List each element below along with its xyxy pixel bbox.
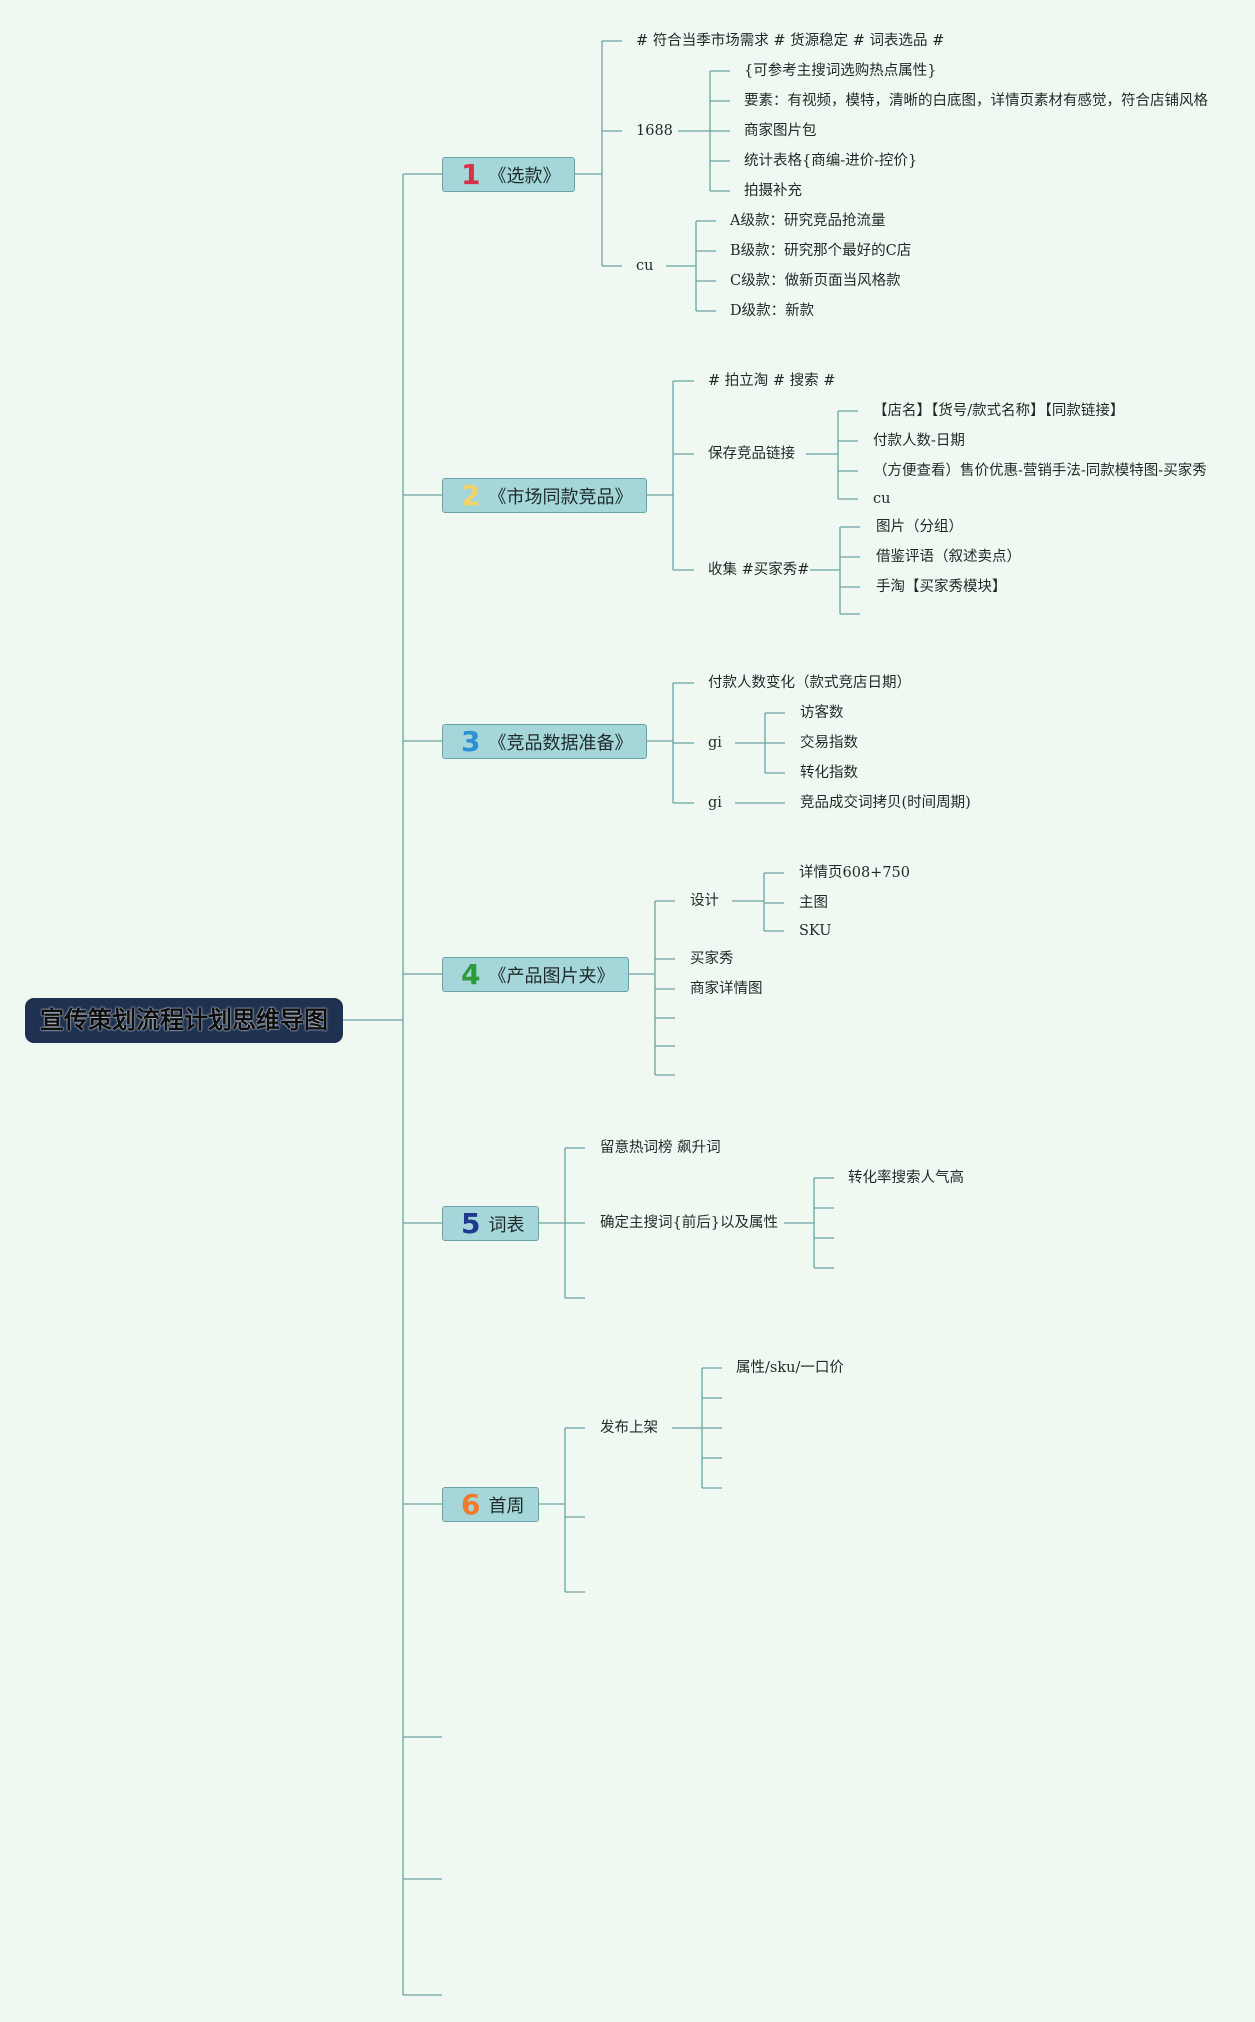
node-t2-c1[interactable]: 图片（分组） xyxy=(876,519,963,535)
topic-2-number: 2 xyxy=(461,478,481,512)
topic-6-number: 6 xyxy=(461,1487,481,1521)
node-t1-c2[interactable]: B级款：研究那个最好的C店 xyxy=(730,243,912,259)
node-t4-c[interactable]: 商家详情图 xyxy=(690,981,763,997)
node-t3-c[interactable]: gi xyxy=(708,795,722,811)
node-t6-a[interactable]: 发布上架 xyxy=(600,1420,658,1436)
topic-4-label: 《产品图片夹》 xyxy=(488,965,615,987)
node-t2-b1[interactable]: 【店名】【货号/款式名称】【同款链接】 xyxy=(873,403,1125,419)
node-t2-c[interactable]: 收集 #买家秀# xyxy=(708,562,810,578)
node-t2-b[interactable]: 保存竞品链接 xyxy=(708,446,795,462)
node-t3-c1[interactable]: 竞品成交词拷贝(时间周期) xyxy=(800,795,971,811)
node-t5-a[interactable]: 留意热词榜 飙升词 xyxy=(600,1140,721,1156)
topic-1-label: 《选款》 xyxy=(488,165,561,187)
node-t1-b3[interactable]: 商家图片包 xyxy=(744,123,817,139)
node-t1-c1[interactable]: A级款：研究竞品抢流量 xyxy=(730,213,886,229)
node-t2-c2[interactable]: 借鉴评语（叙述卖点） xyxy=(876,549,1021,565)
node-t1-b2[interactable]: 要素：有视频，模特，清晰的白底图，详情页素材有感觉，符合店铺风格 xyxy=(744,93,1208,109)
node-t2-b4[interactable]: cu xyxy=(873,491,891,507)
topic-5-label: 词表 xyxy=(488,1214,525,1236)
node-t2-a[interactable]: # 拍立淘 # 搜索 # xyxy=(708,373,836,389)
node-t2-c3[interactable]: 手淘【买家秀模块】 xyxy=(876,579,1007,595)
node-t2-b2[interactable]: 付款人数-日期 xyxy=(873,433,965,449)
node-t1-c3[interactable]: C级款：做新页面当风格款 xyxy=(730,273,901,289)
topic-2[interactable]: 2 《市场同款竞品》 xyxy=(442,478,648,513)
node-t1-b[interactable]: 1688 xyxy=(636,123,673,139)
node-t1-c4[interactable]: D级款：新款 xyxy=(730,303,815,319)
topic-5-number: 5 xyxy=(461,1206,481,1240)
node-t3-b2[interactable]: 交易指数 xyxy=(800,735,858,751)
node-t4-b[interactable]: 买家秀 xyxy=(690,951,734,967)
node-t2-b3[interactable]: （方便查看）售价优惠-营销手法-同款模特图-买家秀 xyxy=(873,463,1207,479)
topic-3-number: 3 xyxy=(461,724,481,758)
node-t4-a[interactable]: 设计 xyxy=(690,893,719,909)
node-t3-b3[interactable]: 转化指数 xyxy=(800,765,858,781)
topic-3[interactable]: 3 《竞品数据准备》 xyxy=(442,724,648,759)
node-t1-c[interactable]: cu xyxy=(636,258,654,274)
node-t1-b1[interactable]: {可参考主搜词选购热点属性} xyxy=(744,63,937,79)
node-t4-a1[interactable]: 详情页608+750 xyxy=(799,865,911,881)
node-t4-a2[interactable]: 主图 xyxy=(799,895,828,911)
topic-1[interactable]: 1 《选款》 xyxy=(442,157,576,192)
node-t5-b[interactable]: 确定主搜词{前后}以及属性 xyxy=(600,1215,778,1231)
topic-1-number: 1 xyxy=(461,157,481,191)
node-t3-a[interactable]: 付款人数变化（款式竞店日期） xyxy=(708,675,911,691)
node-t5-b1[interactable]: 转化率搜索人气高 xyxy=(848,1170,964,1186)
node-t4-a3[interactable]: SKU xyxy=(799,923,832,939)
node-t1-a[interactable]: # 符合当季市场需求 # 货源稳定 # 词表选品 # xyxy=(636,33,945,49)
node-t1-b4[interactable]: 统计表格{商编-进价-控价} xyxy=(744,153,918,169)
node-t3-b[interactable]: gi xyxy=(708,735,722,751)
topic-5[interactable]: 5 词表 xyxy=(442,1206,540,1241)
node-t1-b5[interactable]: 拍摄补充 xyxy=(744,183,802,199)
node-t6-a1[interactable]: 属性/sku/一口价 xyxy=(736,1360,844,1376)
root-topic[interactable]: 宣传策划流程计划思维导图 xyxy=(25,998,343,1043)
topic-2-label: 《市场同款竞品》 xyxy=(488,486,633,508)
topic-6-label: 首周 xyxy=(488,1495,525,1517)
topic-4-number: 4 xyxy=(461,957,481,991)
topic-6[interactable]: 6 首周 xyxy=(442,1487,540,1522)
topic-3-label: 《竞品数据准备》 xyxy=(488,732,633,754)
node-t3-b1[interactable]: 访客数 xyxy=(800,705,844,721)
topic-4[interactable]: 4 《产品图片夹》 xyxy=(442,957,630,992)
